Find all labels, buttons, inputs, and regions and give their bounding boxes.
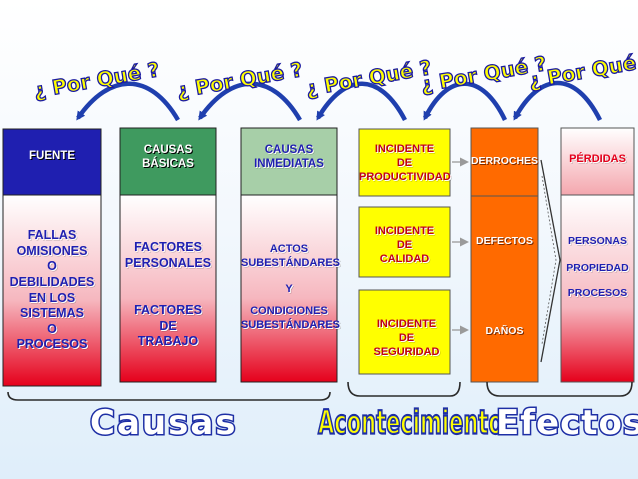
causas-inmediatas-column bbox=[240, 127, 338, 383]
perdidas-header: PÉRDIDAS bbox=[569, 153, 626, 166]
actos-subestandares: ACTOS SUBESTÁNDARES bbox=[241, 243, 341, 269]
derroches-label: DERROCHES bbox=[470, 155, 539, 167]
consecuencias-column bbox=[470, 127, 539, 383]
causas-label: Causas bbox=[89, 402, 238, 445]
why-arrows bbox=[76, 80, 603, 122]
why-arrow-2 bbox=[198, 81, 302, 122]
causas-basicas-header: CAUSAS BÁSICAS bbox=[142, 143, 194, 170]
flow-chevron bbox=[540, 159, 561, 363]
perdidas-procesos: PROCESOS bbox=[567, 287, 628, 299]
incidentes-column bbox=[358, 128, 451, 375]
incidente-calidad: INCIDENTE DE CALIDAD bbox=[374, 225, 435, 265]
condiciones-subestandares: CONDICIONES SUBESTÁNDARES bbox=[241, 305, 341, 331]
why-arrow-3 bbox=[316, 81, 407, 122]
danos-label: DAÑOS bbox=[485, 325, 524, 337]
incident-arrows bbox=[452, 157, 469, 335]
efectos-label: Efectos bbox=[495, 402, 638, 445]
incidente-seguridad: INCIDENTE DE SEGURIDAD bbox=[373, 318, 440, 358]
acontecimiento-label: Acontecimiento bbox=[317, 403, 503, 442]
fuente-header: FUENTE bbox=[29, 149, 75, 162]
fuente-column bbox=[2, 128, 102, 387]
why-arrow-4 bbox=[422, 81, 508, 121]
perdidas-column bbox=[560, 127, 635, 383]
causas-inmediatas-header: CAUSAS INMEDIATAS bbox=[254, 143, 324, 170]
perdidas-propiedad: PROPIEDAD bbox=[566, 262, 629, 274]
factores-trabajo: FACTORES DE TRABAJO bbox=[134, 303, 202, 349]
incidente-productividad: INCIDENTE DE PRODUCTIVIDAD bbox=[359, 143, 451, 183]
factores-personales: FACTORES PERSONALES bbox=[124, 240, 212, 270]
why-arrow-5 bbox=[513, 80, 603, 122]
perdidas-personas: PERSONAS bbox=[568, 235, 627, 247]
defectos-label: DEFECTOS bbox=[476, 235, 533, 247]
bottom-brackets bbox=[7, 381, 633, 401]
y-connector: Y bbox=[285, 283, 293, 295]
fuente-body: FALLAS OMISIONES O DEBILIDADES EN LOS SI… bbox=[9, 228, 95, 352]
why-arrow-1 bbox=[76, 81, 180, 122]
causas-basicas-column bbox=[119, 127, 217, 383]
